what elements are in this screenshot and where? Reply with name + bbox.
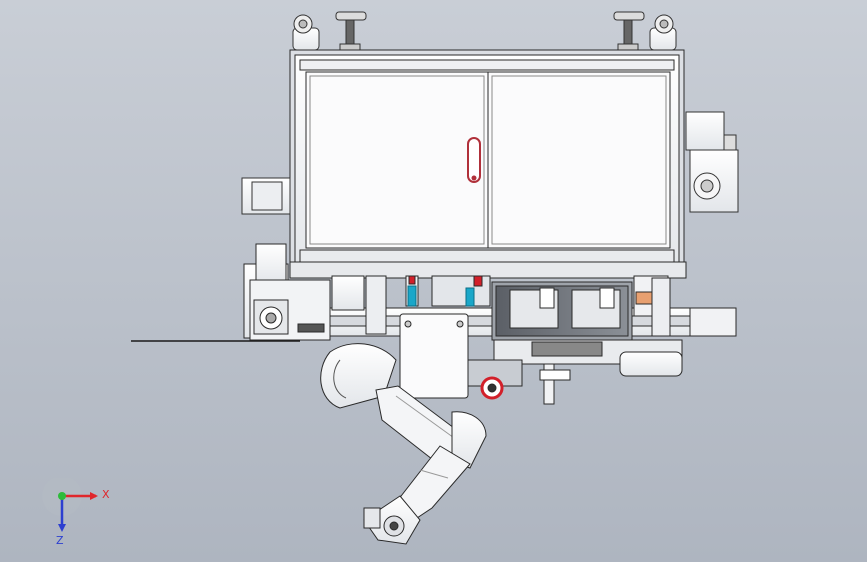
linear-slide — [467, 339, 683, 405]
control-cabinet[interactable] — [289, 49, 685, 275]
side-motor-left — [241, 177, 291, 215]
caster-left — [292, 11, 367, 51]
mechanism-cluster — [331, 275, 671, 341]
side-motor-right — [685, 111, 739, 213]
caster-right — [613, 11, 677, 51]
cabinet-door-handle[interactable] — [467, 137, 481, 183]
x-axis-label: X — [102, 488, 110, 501]
drive-unit-left — [243, 243, 331, 341]
coordinate-triad: X Z — [42, 478, 110, 547]
z-axis-label: Z — [56, 534, 64, 547]
robot-arm[interactable] — [320, 343, 487, 545]
mounting-plate — [399, 313, 469, 399]
